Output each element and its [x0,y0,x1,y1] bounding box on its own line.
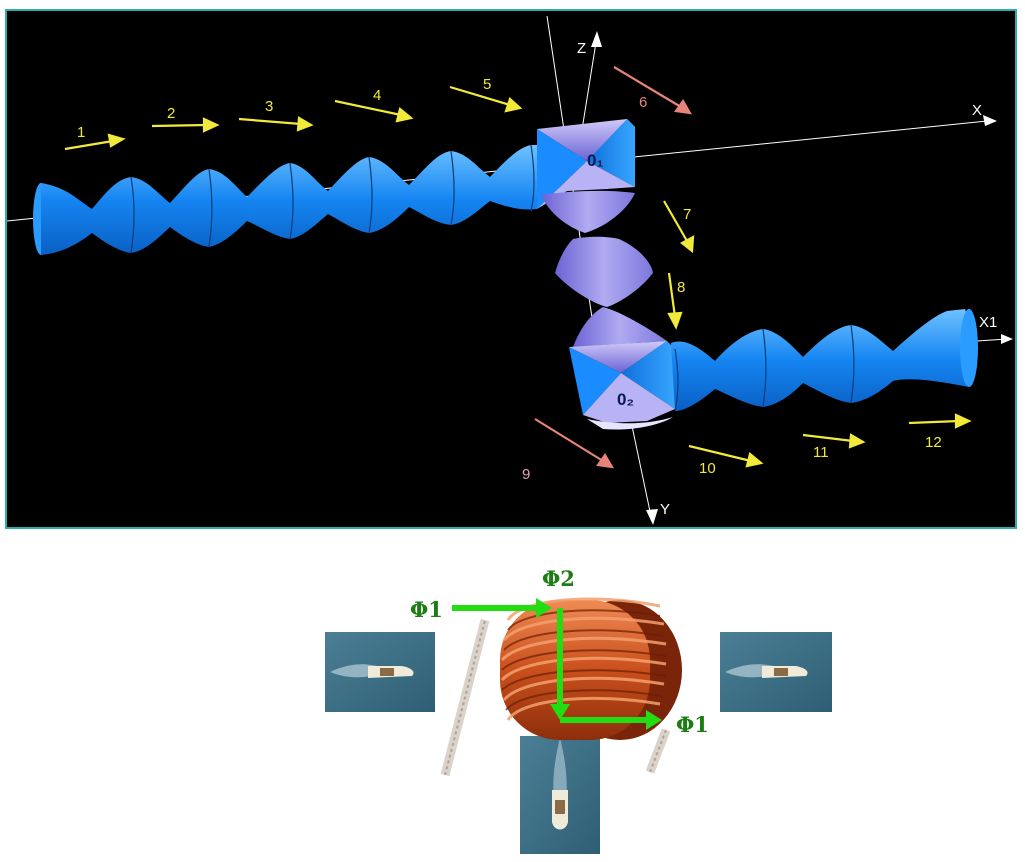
flow-number-5: 5 [483,76,491,93]
flow-number-9: 9 [522,466,530,483]
flux-label-phi1-left: Φ1 [410,597,443,622]
o1-lower-cone [541,191,635,233]
y-arrowhead [646,509,658,525]
lower-chain-body [671,309,972,411]
upper-cone-chain [33,145,537,255]
flow-number-8: 8 [677,279,685,296]
axis-label-y: Y [660,501,670,518]
axis-label-x: X [972,102,982,119]
y-axis-line [632,426,652,521]
flow-number-10: 10 [699,460,716,477]
flow-number-4: 4 [373,87,381,104]
flux-label-phi2: Φ2 [542,566,575,591]
flow-arrow-1 [65,135,123,149]
axis-label-z: Z [577,40,586,57]
flow-arrow-3 [239,118,311,130]
boat-photo-bottom [520,736,600,854]
flow-number-11: 11 [813,444,829,461]
flow-number-3: 3 [265,98,273,115]
axis-arrowheads [591,31,1013,525]
junction-o1: 0₁ [537,119,635,233]
lower-chain-end-cap [960,309,978,387]
coil-svg: Φ1 Φ2 Φ1 [320,560,840,860]
flow-arrow-6 [614,67,690,113]
lower-cone-chain [671,309,978,411]
cone-chain-svg: X Z Y X1 0₁ 0₂ [7,11,1015,527]
flow-number-12: 12 [925,434,942,451]
vertical-cone-2 [573,307,667,347]
x-arrowhead [983,115,997,126]
flow-number-2: 2 [167,105,175,122]
flow-arrows [65,67,969,467]
origin-label-o1: 0₁ [587,151,604,170]
junction-o2: 0₂ [569,341,675,430]
flow-numbers: 1 2 3 4 5 6 7 8 9 10 11 12 [77,76,942,483]
flow-arrow-2 [152,119,217,131]
flow-arrow-4 [335,101,411,121]
boat-photo-right [720,632,832,712]
flow-number-1: 1 [77,124,85,141]
x1-arrowhead [1001,334,1013,344]
vertical-cone-1 [555,237,653,307]
coil-flux-diagram: Φ1 Φ2 Φ1 [320,560,840,860]
3d-cone-chain-diagram: X Z Y X1 0₁ 0₂ [5,9,1017,529]
flow-arrow-12 [909,415,969,427]
boat-photo-left [325,632,435,712]
axis-label-x1: X1 [979,314,997,331]
flow-arrow-11 [803,435,863,447]
flow-number-7: 7 [683,206,691,223]
flow-number-6: 6 [639,94,647,111]
flux-label-phi1-right: Φ1 [676,712,709,737]
z-arrowhead [591,31,602,47]
vertical-cone-chain [555,237,667,347]
upper-chain-body [41,145,537,255]
origin-label-o2: 0₂ [617,390,634,409]
